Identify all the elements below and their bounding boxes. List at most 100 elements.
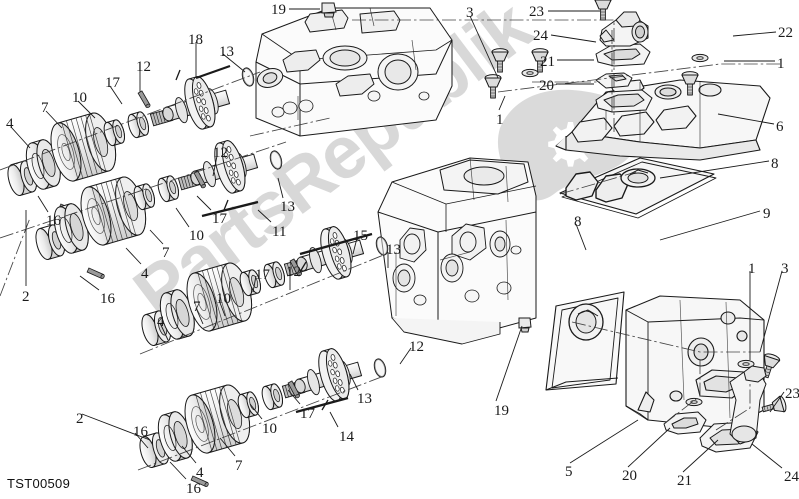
callout-number-21: 21 [540,54,555,70]
cylinder-head-casting-upper [255,7,453,137]
callout-number-23: 23 [785,386,799,402]
leader-line-4 [159,322,169,341]
leader-line-16 [79,275,100,291]
callout-number-20: 20 [622,468,637,484]
leader-line-4 [10,126,31,149]
callout-number-10: 10 [72,90,87,106]
callout-number-13: 13 [219,44,234,60]
callout-number-10: 10 [216,291,231,307]
leader-line-10 [218,299,226,317]
callout-number-7: 7 [41,100,49,116]
outer-cover-5 [625,295,782,429]
callout-number-2: 2 [22,289,30,305]
leader-line-17 [196,195,212,211]
leader-line-23 [769,391,785,413]
leader-line-9 [659,210,761,241]
callout-number-16: 16 [186,481,201,497]
callout-number-19: 19 [271,2,286,18]
leader-line-7 [45,110,63,129]
camshaft-assembly-2 [32,137,285,280]
callout-number-2: 2 [76,411,84,427]
callout-number-13: 13 [386,242,401,258]
leader-line-13 [349,373,359,391]
callout-number-10: 10 [262,421,277,437]
callout-number-1: 1 [496,112,504,128]
callout-number-18: 18 [188,32,203,48]
leader-line-4 [181,445,197,464]
callout-number-13: 13 [357,391,372,407]
leader-line-16 [134,432,149,449]
wire-clamp-frame-9-lower [545,291,625,391]
leader-line-14 [329,411,339,428]
callout-number-8: 8 [574,214,582,230]
leader-line-17 [109,85,123,105]
callout-number-11: 11 [272,224,287,240]
callout-number-8: 8 [771,156,779,172]
leader-line-10 [77,100,96,119]
camshaft-assembly-4 [136,345,389,488]
callout-number-10: 10 [189,228,204,244]
cylinder-head-casting-lower [377,157,537,345]
leader-line-17 [287,389,301,405]
leader-line-7 [149,229,164,245]
callout-number-16: 16 [46,213,61,229]
leader-line-3 [469,15,499,79]
callout-number-16: 16 [100,291,115,307]
callout-number-14: 14 [339,429,354,445]
callout-number-12: 12 [286,264,301,280]
callout-number-1: 1 [777,56,785,72]
camshaft-assembly-3 [138,223,391,348]
callout-number-9: 9 [763,206,771,222]
leader-line-24 [550,34,597,43]
callout-number-23: 23 [529,4,544,20]
callout-number-4: 4 [157,314,165,330]
callout-number-7: 7 [235,458,243,474]
callout-number-24: 24 [784,469,799,485]
callout-leader-lines [10,8,785,480]
leader-line-17 [252,275,257,293]
callout-number-4: 4 [6,116,14,132]
callout-number-15: 15 [353,228,368,244]
leader-line-15 [352,237,358,255]
leader-line-12 [212,155,218,177]
leader-line-13 [277,177,284,199]
leader-line-5 [569,419,639,464]
callout-number-17: 17 [300,406,315,422]
callout-number-4: 4 [196,465,204,481]
callout-number-3: 3 [466,5,474,21]
leader-line-6 [717,113,775,125]
callout-number-1: 1 [748,261,756,277]
callout-number-13: 13 [280,199,295,215]
callout-number-3: 3 [781,261,789,277]
leader-line-12 [399,347,412,365]
leader-line-4 [125,247,142,265]
camshaft-assembly-1 [4,64,257,216]
leader-line-7 [195,307,204,325]
cover-accessory-stack-bottom [663,365,788,453]
callout-number-12: 12 [409,339,424,355]
callout-number-4: 4 [141,266,149,282]
callout-number-7: 7 [193,299,201,315]
callout-number-17: 17 [105,75,120,91]
callout-number-22: 22 [778,25,793,41]
plug-part-19 [321,2,532,333]
leader-line-8 [575,223,587,251]
callout-number-21: 21 [677,473,692,489]
leader-line-2 [81,413,151,441]
leader-line-11 [257,209,272,223]
leader-line-10 [175,207,190,228]
leader-line-10 [249,403,263,420]
leader-line-16 [169,461,187,480]
leader-line-20 [627,427,671,468]
leader-line-7 [219,437,236,457]
callout-number-5: 5 [565,464,573,480]
callout-number-6: 6 [776,119,784,135]
leader-line-24 [751,443,783,469]
callout-number-17: 17 [212,211,227,227]
callout-number-24: 24 [533,28,548,44]
diagram-reference-code: TST00509 [7,476,71,491]
leader-line-19 [495,325,523,402]
callout-number-19: 19 [494,403,509,419]
